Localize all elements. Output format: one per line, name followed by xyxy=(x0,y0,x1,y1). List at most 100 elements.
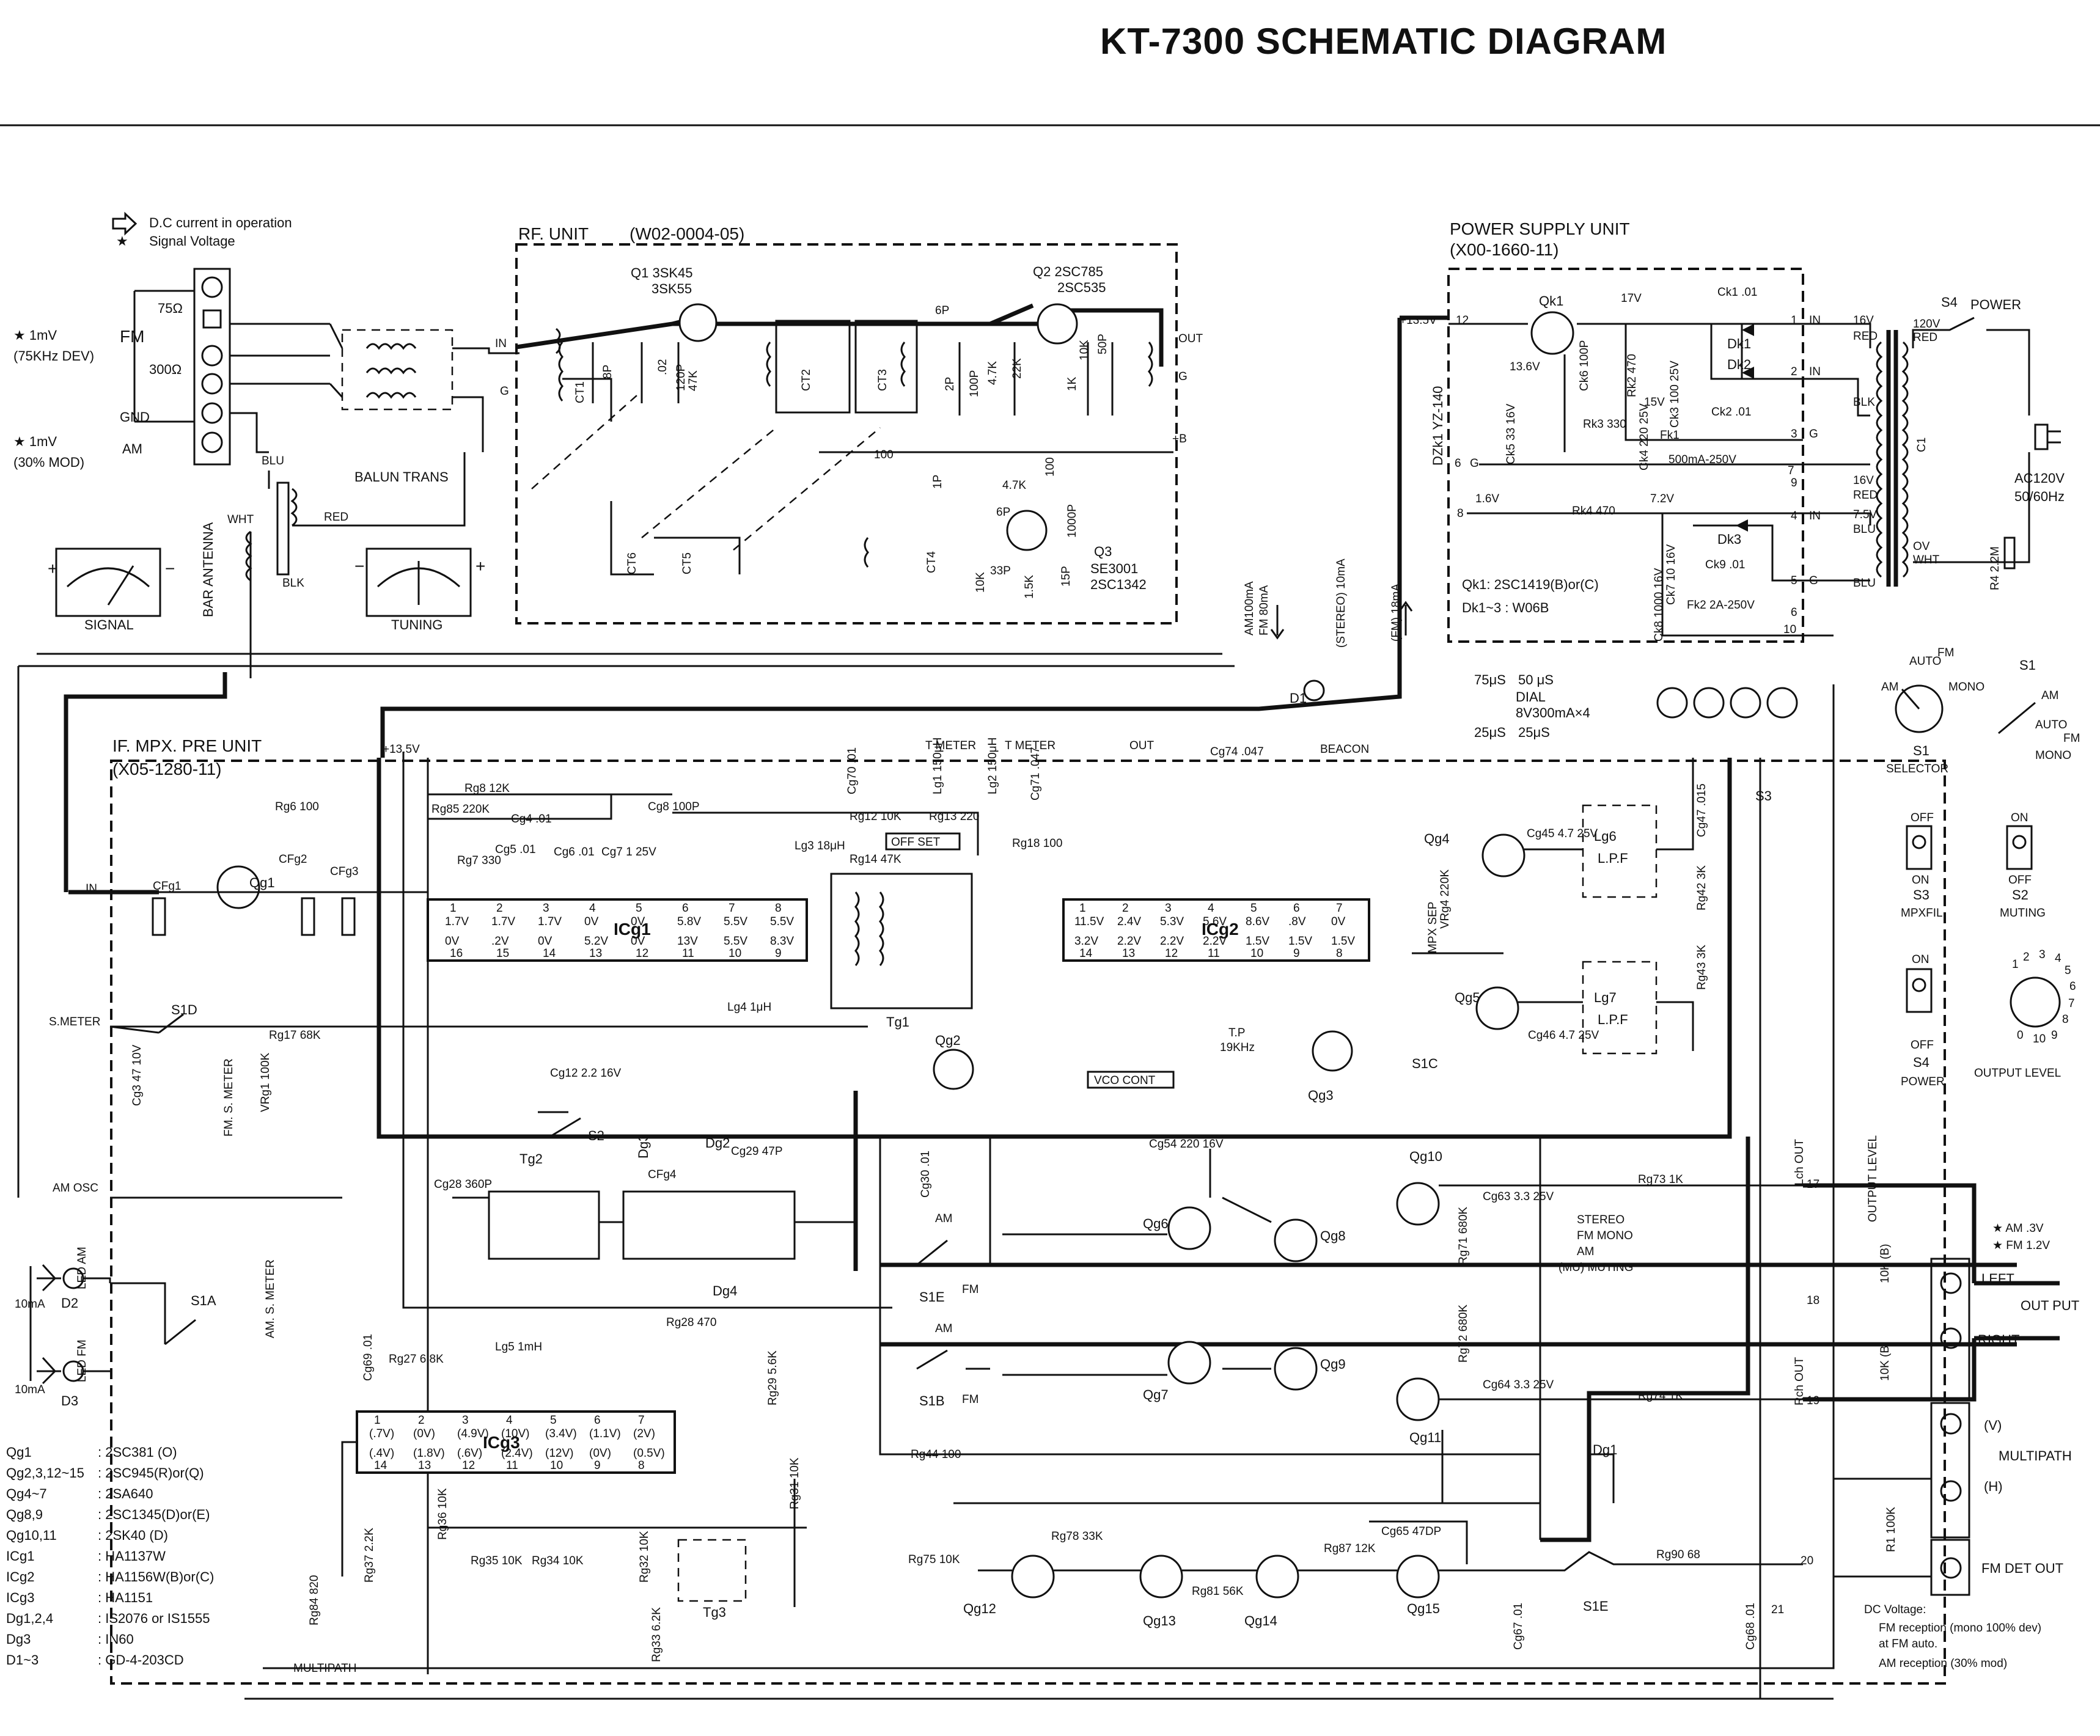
svg-text:IN: IN xyxy=(1809,314,1821,327)
ic-pin-number: 14 xyxy=(1079,947,1093,960)
ic-pin-number: 14 xyxy=(374,1459,387,1472)
svg-text:Ck8 1000 16V: Ck8 1000 16V xyxy=(1653,568,1665,642)
ic-pin-number: 12 xyxy=(636,947,648,960)
ic-pin-number: 9 xyxy=(594,1459,601,1472)
svg-text:16V: 16V xyxy=(1853,474,1874,487)
power-note-2: Dk1~3 : W06B xyxy=(1462,600,1549,615)
ic-pin-number: 3 xyxy=(543,902,549,915)
svg-text:Cg65 47DP: Cg65 47DP xyxy=(1381,1525,1441,1538)
power-supply-unit: POWER SUPPLY UNIT (X00-1660-11) Qk1 DZk1… xyxy=(1400,219,1834,643)
am-level-sub: (30% MOD) xyxy=(13,455,84,470)
ic-pin-voltage: (1.1V) xyxy=(589,1427,621,1440)
svg-text:15P: 15P xyxy=(1060,566,1073,587)
power-unit-title: POWER SUPPLY UNIT xyxy=(1450,219,1630,238)
icg1-pins: 11.7V21.7V31.7V40V50V65.8V75.5V85.5V160V… xyxy=(445,902,794,960)
semi-ref: ICg3 xyxy=(6,1590,34,1605)
svg-text:7: 7 xyxy=(1788,464,1794,477)
svg-text:Rg18 100: Rg18 100 xyxy=(1012,837,1062,850)
svg-text:FM 80mA: FM 80mA xyxy=(1258,585,1271,635)
svg-text:120V: 120V xyxy=(1913,318,1940,331)
svg-text:CFg3: CFg3 xyxy=(330,865,358,878)
svg-text:75μS: 75μS xyxy=(1474,672,1506,687)
svg-text:ON: ON xyxy=(2011,811,2028,824)
semi-part: : GD-4-203CD xyxy=(98,1652,184,1668)
svg-text:Rg43 3K: Rg43 3K xyxy=(1695,945,1708,990)
rf-unit: RF. UNIT (W02-0004-05) IN G OUT G +B CT1 xyxy=(495,224,1203,624)
ic-pin-number: 5 xyxy=(550,1414,557,1427)
ic-pin-number: 14 xyxy=(543,947,556,960)
svg-text:VCO CONT: VCO CONT xyxy=(1094,1074,1156,1087)
svg-text:LED FM: LED FM xyxy=(76,1339,89,1382)
svg-text:Rk4 470: Rk4 470 xyxy=(1572,505,1615,518)
svg-text:CFg1: CFg1 xyxy=(153,880,181,893)
ic-pin-number: 12 xyxy=(1165,947,1178,960)
icg3-pins: 1(.7V)2(0V)3(4.9V)4(10V)5(3.4V)6(1.1V)7(… xyxy=(369,1414,665,1472)
svg-text:Cg47 .015: Cg47 .015 xyxy=(1695,783,1708,837)
terminal-screw-icon xyxy=(201,402,223,424)
svg-text:Rg71 680K: Rg71 680K xyxy=(1457,1207,1470,1265)
svg-text:4: 4 xyxy=(2055,952,2061,965)
ic-pin-number: 8 xyxy=(638,1459,645,1472)
ic-pin-voltage: 5.2V xyxy=(584,935,608,948)
ic-pin-voltage: 2.2V xyxy=(1203,935,1227,948)
q2-label: Q2 2SC785 xyxy=(1033,264,1103,279)
svg-text:FM: FM xyxy=(962,1393,978,1406)
ic-pin-voltage: 1.5V xyxy=(1288,935,1312,948)
svg-text:IN: IN xyxy=(1809,510,1821,522)
svg-text:FM reception (mono 100% dev): FM reception (mono 100% dev) xyxy=(1879,1622,2041,1635)
svg-text:18: 18 xyxy=(1807,1294,1819,1307)
svg-text:BLK: BLK xyxy=(1853,396,1875,409)
if-mpx-pre-unit: IF. MPX. PRE UNIT (X05-1280-11) +13.5V I… xyxy=(15,315,2017,1700)
svg-text:−: − xyxy=(354,557,364,576)
svg-text:10K (B): 10K (B) xyxy=(1879,1244,1892,1283)
svg-text:0: 0 xyxy=(2017,1029,2024,1042)
svg-text:Cg12 2.2 16V: Cg12 2.2 16V xyxy=(550,1067,622,1080)
svg-text:Ck7 10 16V: Ck7 10 16V xyxy=(1665,544,1678,605)
terminal-square-icon xyxy=(202,309,222,329)
bar-antenna-label: BAR ANTENNA xyxy=(200,522,216,617)
svg-text:Qg5: Qg5 xyxy=(1455,990,1480,1005)
semi-part: : IS2076 or IS1555 xyxy=(98,1611,210,1626)
rf-unit-code: (W02-0004-05) xyxy=(630,224,744,243)
semi-part: : 2SK40 (D) xyxy=(98,1528,168,1543)
tg1-box xyxy=(830,873,973,1009)
svg-text:Tg1: Tg1 xyxy=(886,1014,909,1030)
tg2-box xyxy=(488,1190,600,1260)
ic-pin-number: 2 xyxy=(1122,902,1129,915)
ic-pin-number: 8 xyxy=(1336,947,1343,960)
stereo-led-icon xyxy=(1303,679,1325,701)
ic-pin-number: 11 xyxy=(682,947,694,960)
wire-blu-label: BLU xyxy=(262,455,284,467)
svg-text:VRg4 220K: VRg4 220K xyxy=(1439,869,1452,929)
terminal-block xyxy=(193,268,231,466)
qg12-transistor-icon xyxy=(1011,1555,1055,1599)
svg-text:10mA: 10mA xyxy=(15,1383,45,1396)
svg-text:Ck9 .01: Ck9 .01 xyxy=(1705,559,1745,571)
svg-text:CT3: CT3 xyxy=(876,369,889,391)
ic-pin-number: 3 xyxy=(462,1414,469,1427)
svg-text:★ AM .3V: ★ AM .3V xyxy=(1992,1222,2044,1235)
svg-text:BLU: BLU xyxy=(1853,523,1876,536)
svg-text:S.METER: S.METER xyxy=(49,1016,100,1028)
am-label: AM xyxy=(122,441,142,456)
ic-pin-number: 9 xyxy=(775,947,782,960)
semi-ref: Qg2,3,12~15 xyxy=(6,1465,84,1481)
ic-pin-voltage: 5.8V xyxy=(677,915,701,928)
qg11-fet-icon xyxy=(1396,1377,1440,1421)
svg-text:6: 6 xyxy=(1455,457,1461,470)
svg-text:Cg67 .01: Cg67 .01 xyxy=(1512,1603,1525,1650)
ic-pin-number: 6 xyxy=(1293,902,1300,915)
svg-text:3: 3 xyxy=(2039,948,2046,961)
svg-text:Rg35 10K: Rg35 10K xyxy=(471,1555,523,1567)
ic-pin-voltage: 1.7V xyxy=(445,915,469,928)
svg-text:S2: S2 xyxy=(2012,887,2028,903)
ic-pin-number: 1 xyxy=(374,1414,381,1427)
semi-ref: Qg1 xyxy=(6,1445,32,1460)
svg-text:Cg45 4.7 25V: Cg45 4.7 25V xyxy=(1527,827,1598,840)
svg-text:OFF: OFF xyxy=(2008,874,2032,887)
svg-text:4.7K: 4.7K xyxy=(1002,479,1026,492)
svg-text:Qg14: Qg14 xyxy=(1244,1613,1277,1628)
svg-text:OFF SET: OFF SET xyxy=(891,836,941,849)
semi-ref: ICg2 xyxy=(6,1569,34,1584)
svg-text:T METER: T METER xyxy=(925,739,976,752)
